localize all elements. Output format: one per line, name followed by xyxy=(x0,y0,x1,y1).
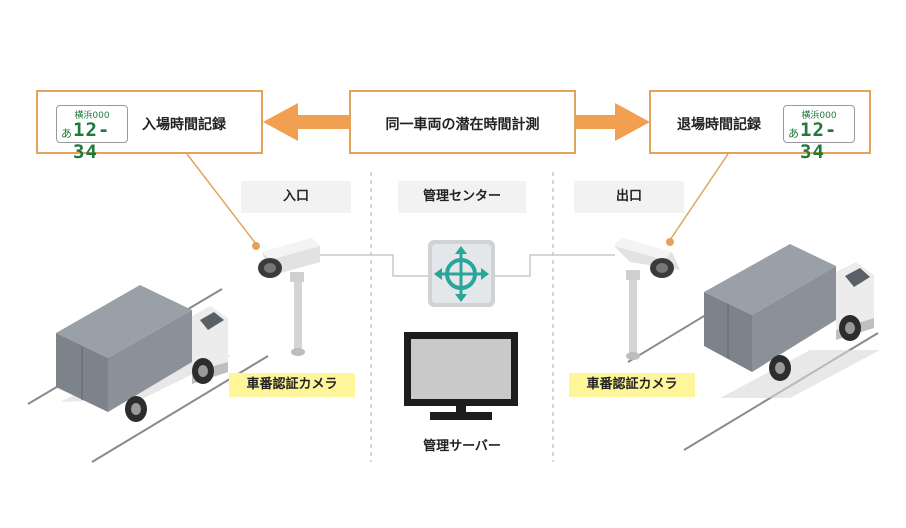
camera-label-left: 車番認証カメラ xyxy=(229,373,355,397)
server-label: 管理サーバー xyxy=(423,439,501,454)
network-line-left xyxy=(320,254,428,277)
zone-label-center: 管理センター xyxy=(398,181,526,213)
dwell-time-label: 同一車両の潜在時間計測 xyxy=(385,117,540,133)
callout-line-right xyxy=(669,153,729,241)
entry-time-label: 入場時間記録 xyxy=(142,117,226,133)
plate-kana: あ xyxy=(61,127,72,140)
plate-number: 12-34 xyxy=(73,119,111,163)
plate-top-text: 横浜000 xyxy=(74,111,110,121)
zone-label-entrance: 入口 xyxy=(241,181,351,213)
monitor-icon xyxy=(404,332,518,420)
plate-top-text: 横浜000 xyxy=(801,111,837,121)
license-plate-exit: 横浜000 あ 12-34 xyxy=(783,105,855,163)
plate-kana: あ xyxy=(788,127,799,140)
camera-label-right: 車番認証カメラ xyxy=(569,373,695,397)
truck-icon xyxy=(56,285,232,422)
truck-icon xyxy=(704,244,880,398)
camera-icon xyxy=(614,238,680,360)
exit-time-label: 退場時間記録 xyxy=(677,117,761,133)
zone-label-exit: 出口 xyxy=(574,181,684,213)
camera-icon xyxy=(258,238,320,356)
network-line-right xyxy=(495,254,615,277)
server-icon xyxy=(428,240,495,307)
license-plate-entry: 横浜000 あ 12-34 xyxy=(56,105,128,163)
exit-time-box: 退場時間記録 横浜000 あ 12-34 xyxy=(649,90,871,163)
plate-number: 12-34 xyxy=(800,119,838,163)
callout-line-left xyxy=(186,153,257,245)
entry-time-box: 横浜000 あ 12-34 入場時間記録 xyxy=(36,90,263,163)
dwell-time-box: 同一車両の潜在時間計測 xyxy=(349,90,576,154)
